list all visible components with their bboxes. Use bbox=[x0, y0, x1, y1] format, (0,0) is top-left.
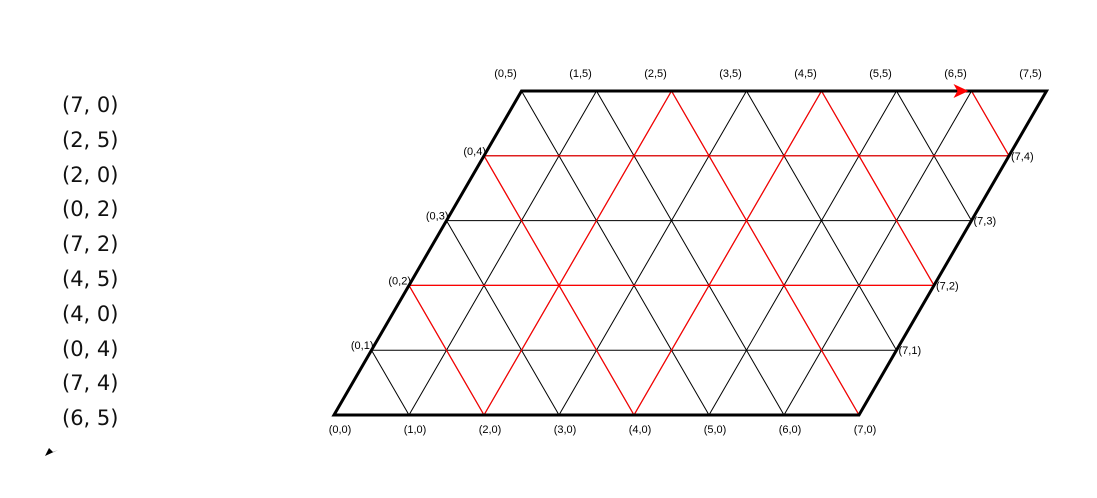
path-segment bbox=[408, 285, 485, 416]
coordinate-label: (7,1) bbox=[899, 345, 922, 357]
grid-line-diagonal bbox=[596, 90, 785, 416]
sequence-item: (7, 2) bbox=[62, 232, 119, 257]
coordinate-label: (0,3) bbox=[426, 211, 449, 223]
coordinate-label: (7,3) bbox=[974, 216, 997, 228]
coordinate-label: (4,0) bbox=[629, 424, 652, 436]
coordinate-label: (0,5) bbox=[494, 68, 517, 80]
coordinate-label: (6,0) bbox=[779, 424, 802, 436]
coordinate-label: (7,4) bbox=[1011, 151, 1034, 163]
arrow-cursor-icon bbox=[45, 448, 58, 456]
coordinate-label: (7,5) bbox=[1019, 68, 1042, 80]
coordinate-label: (1,5) bbox=[569, 68, 592, 80]
coordinate-sequence-list: (7, 0) (2, 5) (2, 0) (0, 2) (7, 2) (4, 5… bbox=[62, 88, 118, 436]
coordinate-label: (7,2) bbox=[936, 280, 959, 292]
coordinate-label: (0,1) bbox=[351, 340, 374, 352]
path-segment bbox=[820, 90, 935, 286]
coordinate-label: (6,5) bbox=[944, 68, 967, 80]
coordinate-label: (1,0) bbox=[404, 424, 427, 436]
path-segment bbox=[483, 90, 673, 416]
coordinate-label: (0,2) bbox=[388, 275, 411, 287]
grid-line-slant bbox=[408, 90, 597, 416]
sequence-item: (7, 0) bbox=[62, 93, 119, 117]
coordinate-label: (5,0) bbox=[704, 424, 727, 436]
path-segment bbox=[670, 90, 860, 416]
coordinate-label: (3,0) bbox=[554, 424, 577, 436]
boundary-labels: (0,0) (1,0) (2,0) (3,0) (4,0) (5,0) (6,0) (7,0)… bbox=[329, 68, 1042, 436]
sequence-item: (6, 5) bbox=[62, 406, 119, 431]
coordinate-label: (0,0) bbox=[329, 424, 352, 436]
coordinate-label: (2,5) bbox=[644, 68, 667, 80]
coordinate-label: (5,5) bbox=[869, 68, 892, 80]
coordinate-label: (2,0) bbox=[479, 424, 502, 436]
path-segment bbox=[483, 155, 635, 416]
grid-line-slant bbox=[783, 90, 972, 416]
grid-line-diagonal bbox=[446, 220, 560, 416]
lattice-outline bbox=[331, 89, 1050, 417]
coordinate-label: (0,4) bbox=[463, 146, 486, 158]
sequence-item: (2, 0) bbox=[62, 162, 119, 187]
grid-line-slant bbox=[708, 90, 897, 416]
sequence-item: (2, 5) bbox=[62, 127, 119, 152]
grid-line-diagonal bbox=[521, 90, 710, 416]
red-path-segments bbox=[408, 90, 1010, 416]
coordinate-label: (3,5) bbox=[719, 68, 742, 80]
sequence-item: (0, 4) bbox=[62, 336, 119, 361]
sequence-item: (7, 4) bbox=[62, 371, 119, 396]
coordinate-label: (7,0) bbox=[854, 424, 877, 436]
sequence-item: (4, 5) bbox=[62, 266, 119, 291]
grid-line-slant bbox=[558, 90, 747, 416]
grid-line-diagonal bbox=[746, 90, 897, 351]
lattice-grid-lines bbox=[371, 90, 1010, 416]
path-segment bbox=[633, 90, 823, 416]
grid-line-diagonal bbox=[371, 349, 410, 416]
path-end-arrow-icon bbox=[953, 84, 969, 98]
arrow-head bbox=[953, 84, 969, 98]
sequence-item: (0, 2) bbox=[62, 197, 119, 222]
coordinate-label: (4,5) bbox=[794, 68, 817, 80]
sequence-item: (4, 0) bbox=[62, 301, 119, 326]
path-segment bbox=[970, 90, 1010, 157]
lattice-boundary bbox=[331, 89, 1050, 417]
